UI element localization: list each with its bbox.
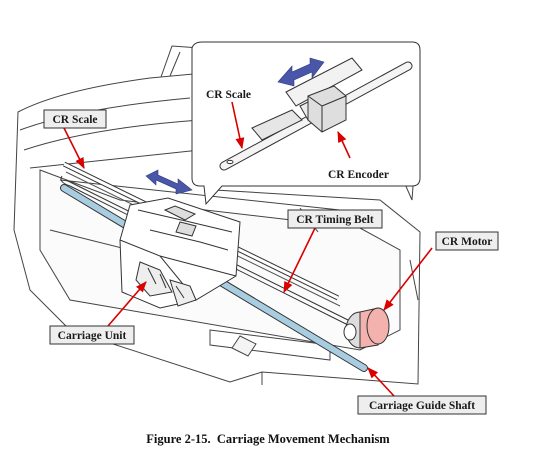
svg-text:Carriage Unit: Carriage Unit	[58, 330, 127, 342]
label-cr-timing-belt: CR Timing Belt	[287, 209, 383, 229]
svg-text:CR Scale: CR Scale	[52, 114, 97, 126]
carriage-unit	[119, 197, 241, 309]
svg-text:Carriage Guide Shaft: Carriage Guide Shaft	[369, 400, 475, 412]
carriage-motion-arrow	[145, 169, 193, 195]
callout-arrows	[63, 101, 433, 397]
zoom-inset	[191, 41, 421, 206]
figure-number: Figure 2-15.	[146, 432, 211, 446]
callout-arrow-cr-scale-left	[63, 127, 85, 170]
figure-caption: Figure 2-15. Carriage Movement Mechanism	[0, 432, 536, 447]
svg-text:CR Timing Belt: CR Timing Belt	[296, 214, 374, 226]
callout-arrow-cr-motor	[383, 247, 433, 311]
callout-arrow-cr-encoder	[337, 130, 351, 159]
label-carriage-unit: Carriage Unit	[49, 325, 135, 345]
figure-title: Carriage Movement Mechanism	[216, 432, 390, 446]
label-cr-scale-zoom: CR Scale	[206, 89, 251, 101]
label-carriage-guide-shaft: Carriage Guide Shaft	[357, 395, 487, 415]
cr-motor	[343, 307, 390, 349]
callout-arrow-cr-timing-belt	[283, 225, 317, 294]
label-cr-scale-left: CR Scale	[43, 109, 107, 129]
callout-arrow-carriage-unit	[107, 281, 147, 327]
label-cr-encoder: CR Encoder	[328, 169, 389, 181]
callout-arrow-cr-scale-zoom	[231, 101, 245, 150]
callout-arrow-carriage-guide-shaft	[367, 367, 395, 397]
svg-text:CR Motor: CR Motor	[442, 236, 493, 248]
label-cr-motor: CR Motor	[435, 231, 499, 251]
